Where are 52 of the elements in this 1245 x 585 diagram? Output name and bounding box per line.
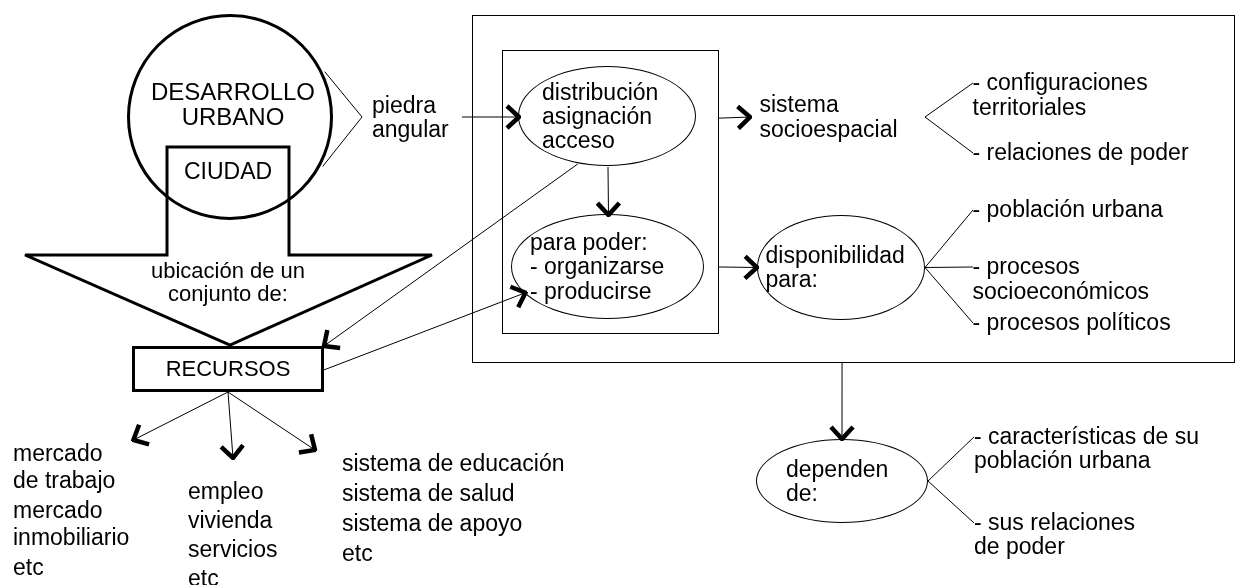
arrow [323,284,528,371]
node-text: sistema socioespacial [759,92,899,141]
node-text: - organizarse [530,254,666,279]
node-text: empleo [188,478,264,504]
connector-line [924,266,974,268]
arrow [828,362,856,442]
node-text: RECURSOS [165,357,291,381]
outer-frame [472,15,1235,363]
node-text: - configuraciones territoriales [972,70,1149,119]
node-text: piedra angular [372,92,450,142]
inner-frame [501,49,719,334]
node-text: para poder: [530,230,648,255]
node-text: - procesos políticos [972,310,1171,335]
node-text: vivienda [188,507,273,533]
node-text: servicios [188,536,278,562]
node-text: dependen de: [786,456,890,506]
connector-line [924,209,974,268]
node-text: - población urbana [972,197,1164,222]
circle-node [127,14,333,220]
arrow [718,254,760,281]
node-text: - características de su población urbana [974,423,1200,473]
node-text: etc [342,540,373,567]
ellipse-node [511,214,704,319]
node-text: sistema de apoyo [342,510,523,537]
node-text: disponibilidad para: [765,242,906,292]
arrow [227,391,318,455]
node-text: CIUDAD [183,158,273,184]
arrow [218,391,246,461]
node-text: sistema de salud [342,480,515,507]
node-text: DESARROLLO URBANO [149,79,317,130]
node-text: etc [13,554,45,581]
node-text: distribución asignación acceso [542,79,660,153]
process-box [132,346,324,392]
node-text: ubicación de un conjunto de: [149,259,307,306]
ellipse-node [756,214,925,320]
node-text: - producirse [530,278,652,303]
node-text: - sus relaciones de poder [974,509,1137,559]
connector-line [924,82,974,118]
arrow [595,166,622,218]
node-text: - relaciones de poder [972,140,1189,165]
connector-line [924,116,974,154]
arrow [718,104,753,131]
arrow [131,391,229,447]
node-text: sistema de educación [342,450,565,477]
arrow [321,163,579,351]
down-arrow-shape [25,147,432,345]
arrow [461,103,522,131]
connector-line [927,480,975,524]
connector-line [927,436,975,482]
connector-line [924,267,974,324]
connector-line [322,71,363,167]
node-text: - procesos socioeconómicos [972,254,1150,303]
